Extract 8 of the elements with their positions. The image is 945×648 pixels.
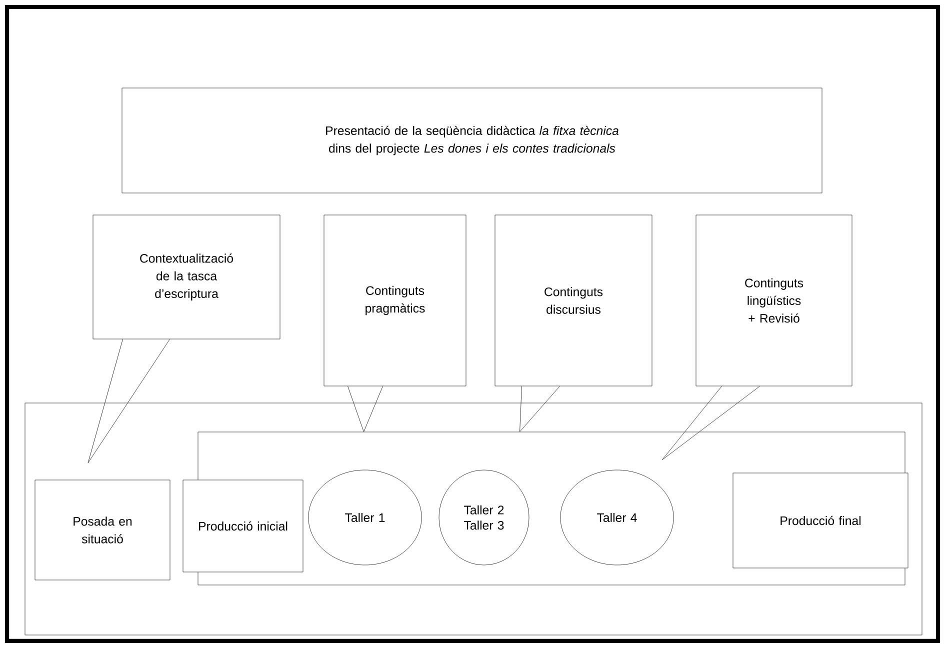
- speech-bubble: Continguts lingüístics + Revisió: [696, 214, 852, 386]
- title-box: Presentació de la seqüència didàctica la fitxa tècnica dins del projecte Les dones i els contes tradicionals: [122, 88, 822, 194]
- process-box: Posada en situació: [34, 480, 170, 580]
- process-box: Producció inicial: [182, 480, 304, 572]
- speech-bubble: Continguts discursius: [494, 214, 652, 386]
- process-box: Producció final: [732, 472, 908, 568]
- speech-bubble: Contextualització de la tasca d’escriptura: [92, 214, 280, 340]
- speech-bubble: Continguts pragmàtics: [324, 214, 466, 386]
